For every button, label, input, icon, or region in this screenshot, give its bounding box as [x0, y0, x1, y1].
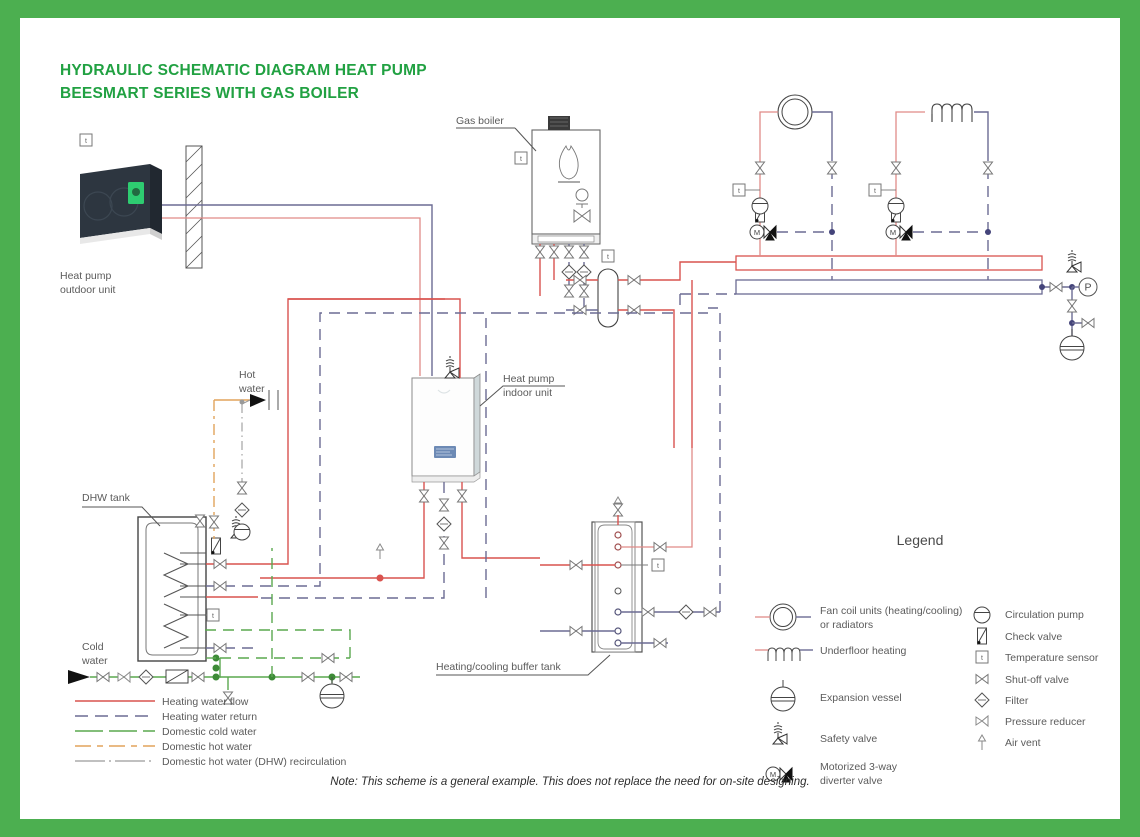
legend-label-fan-coil-l2: or radiators: [820, 619, 873, 631]
legend-item-check-valve: Check valve: [977, 627, 1062, 645]
page-title-line1: HYDRAULIC SCHEMATIC DIAGRAM HEAT PUMP: [60, 62, 427, 79]
legend-title: Legend: [897, 532, 944, 548]
legend-item-shut-off-valve: Shut-off valve: [975, 674, 1069, 686]
label-cold-water-l2: water: [81, 655, 108, 667]
label-heat-pump-outdoor-l2: outdoor unit: [60, 284, 116, 296]
legend-label-check-valve: Check valve: [1005, 631, 1062, 643]
legend-label-air-vent: Air vent: [1005, 737, 1041, 749]
heat-pump-outdoor-unit: Heat pump outdoor unit: [60, 133, 162, 296]
dhw-tank-connections: [195, 298, 500, 653]
legend-label-filter: Filter: [1005, 695, 1029, 707]
label-heat-pump-indoor-l2: indoor unit: [503, 387, 552, 399]
circuit-fan-coil: [732, 94, 837, 280]
label-buffer-tank: Heating/cooling buffer tank: [436, 661, 561, 673]
return-manifold: [735, 279, 1043, 295]
legend-item-motorized-3way: Motorized 3-way diverter valve: [765, 761, 898, 787]
legend-label-expansion-vessel: Expansion vessel: [820, 692, 902, 704]
heat-pump-indoor-unit: Heat pump indoor unit: [411, 355, 565, 483]
line-key-item-3: Domestic hot water: [75, 741, 252, 753]
legend-item-circulation-pump: Circulation pump: [973, 606, 1084, 624]
line-key-label-3: Domestic hot water: [162, 741, 252, 753]
legend: Legend Fan coil units (heating/cooling) …: [755, 532, 1099, 787]
wall-hatch: [185, 145, 203, 269]
line-key-item-0: Heating water flow: [75, 696, 249, 708]
line-key-item-4: Domestic hot water (DHW) recirculation: [75, 756, 347, 768]
footer-note: Note: This scheme is a general example. …: [330, 776, 809, 788]
legend-label-fan-coil-l1: Fan coil units (heating/cooling): [820, 605, 962, 617]
gas-boiler: Gas boiler: [456, 115, 601, 245]
legend-item-filter: Filter: [974, 692, 1029, 708]
label-cold-water-l1: Cold: [82, 641, 104, 653]
circuit-underfloor-heating: [868, 103, 993, 280]
label-gas-boiler: Gas boiler: [456, 115, 504, 127]
legend-item-fan-coil: Fan coil units (heating/cooling) or radi…: [755, 603, 962, 631]
hydraulic-schematic: t M: [60, 62, 1099, 788]
cold-water-inlet: Cold water: [68, 548, 360, 709]
indoor-unit-pipework: [256, 482, 540, 599]
line-key-label-2: Domestic cold water: [162, 726, 257, 738]
legend-item-safety-valve: Safety valve: [772, 721, 877, 745]
label-heat-pump-indoor-l1: Heat pump: [503, 373, 555, 385]
line-key-label-1: Heating water return: [162, 711, 257, 723]
gas-boiler-pipework: [535, 244, 592, 308]
diagram-sheet: t M: [20, 18, 1120, 819]
domestic-hot-water-circuit: Hot water: [209, 369, 279, 544]
label-dhw-tank: DHW tank: [82, 492, 131, 504]
outdoor-to-indoor-pipes: [162, 204, 433, 376]
supply-manifold: [735, 255, 1043, 271]
legend-item-air-vent: Air vent: [978, 734, 1041, 751]
line-key-label-4: Domestic hot water (DHW) recirculation: [162, 756, 347, 768]
line-type-key: Heating water flow Heating water return …: [75, 696, 347, 768]
line-key-label-0: Heating water flow: [162, 696, 249, 708]
legend-item-underfloor-heating: Underfloor heating: [755, 645, 907, 661]
legend-label-3way-l1: Motorized 3-way: [820, 761, 898, 773]
manifold-end-assembly: P: [1039, 249, 1098, 361]
line-key-item-2: Domestic cold water: [75, 726, 257, 738]
legend-label-3way-l2: diverter valve: [820, 775, 883, 787]
legend-item-pressure-reducer: Pressure reducer: [975, 715, 1086, 728]
label-pressure-gauge: P: [1084, 282, 1091, 294]
legend-label-circulation-pump: Circulation pump: [1005, 609, 1084, 621]
legend-item-expansion-vessel: Expansion vessel: [770, 679, 902, 712]
heating-cooling-buffer-tank: Heating/cooling buffer tank: [436, 307, 721, 676]
legend-label-shut-off-valve: Shut-off valve: [1005, 674, 1069, 686]
line-key-item-1: Heating water return: [75, 711, 257, 723]
dhw-tank: DHW tank: [82, 492, 220, 662]
label-hot-water-l1: Hot: [239, 369, 255, 381]
page-title-line2: BEESMART SERIES WITH GAS BOILER: [60, 85, 359, 102]
label-hot-water-l2: water: [238, 383, 265, 395]
label-heat-pump-outdoor-l1: Heat pump: [60, 270, 112, 282]
legend-item-temperature-sensor: Temperature sensor: [975, 650, 1099, 664]
legend-label-pressure-reducer: Pressure reducer: [1005, 716, 1086, 728]
pressure-reducer-body: [165, 669, 189, 684]
legend-label-temperature-sensor: Temperature sensor: [1005, 652, 1099, 664]
legend-label-safety-valve: Safety valve: [820, 733, 877, 745]
return-manifold-feed: [679, 293, 736, 308]
hydraulic-separator: [566, 249, 760, 448]
legend-label-underfloor: Underfloor heating: [820, 645, 907, 657]
